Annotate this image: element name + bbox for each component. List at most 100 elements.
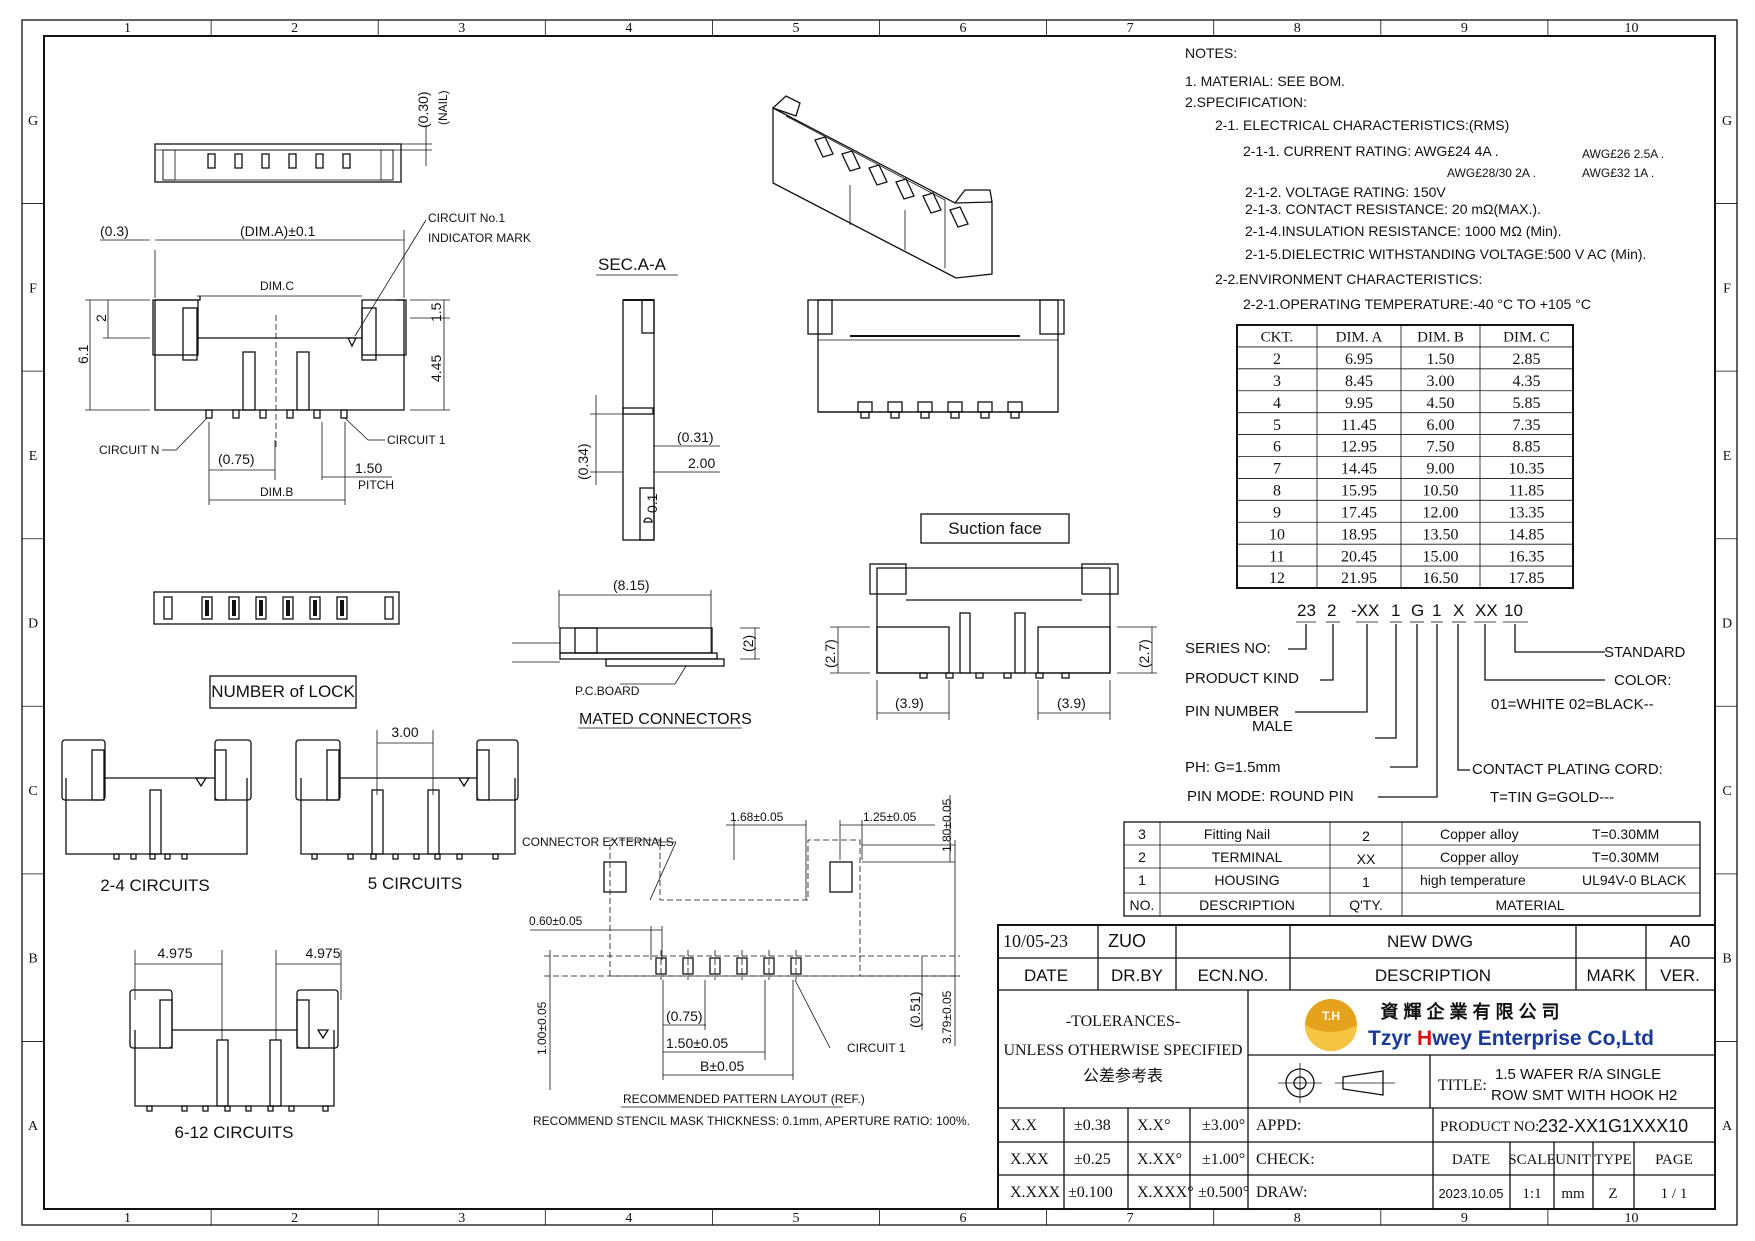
pin — [311, 853, 318, 860]
pin — [315, 153, 324, 169]
pin — [267, 1105, 274, 1112]
mated-title: MATED CONNECTORS — [579, 711, 752, 728]
tolerance-sub: UNLESS OTHERWISE SPECIFIED — [1003, 1042, 1242, 1059]
zone-col-label-bottom: 2 — [291, 1211, 298, 1226]
view-2-4-circuits: 2-4 CIRCUITS — [61, 739, 252, 895]
pin-foot — [920, 411, 930, 419]
table-cell: 6 — [1273, 439, 1281, 456]
pin — [286, 409, 294, 419]
pin — [922, 192, 942, 214]
note-line: 2-1-1. CURRENT RATING: AWG£24 4A . — [1243, 143, 1499, 159]
dim-c: DIM.C — [260, 279, 294, 293]
table-cell: 10.50 — [1423, 483, 1459, 500]
zone-col-label-bottom: 9 — [1461, 1211, 1468, 1226]
pin — [245, 1105, 252, 1112]
note-line: 1. MATERIAL: SEE BOM. — [1185, 73, 1345, 89]
pin — [392, 853, 399, 860]
appd-label: APPD: — [1256, 1117, 1301, 1134]
zone-row-label-right: A — [1722, 1119, 1733, 1134]
table-cell: 12.95 — [1341, 439, 1377, 456]
tolerance-title: -TOLERANCES- — [1066, 1013, 1180, 1030]
pin-foot — [860, 411, 870, 419]
pin — [205, 409, 213, 419]
pin-core — [205, 600, 209, 616]
table-header: DIM. B — [1417, 329, 1464, 345]
view-5-circuits: 3.00 5 CIRCUITS — [295, 724, 519, 893]
dim-075: (0.75) — [218, 451, 255, 467]
pin-foot — [980, 411, 990, 419]
pin — [261, 153, 270, 169]
table-cell: 11 — [1269, 548, 1284, 565]
pin — [336, 596, 348, 620]
nail — [380, 149, 394, 181]
table-cell: 18.95 — [1341, 526, 1377, 543]
projection-symbol-icon — [1278, 1063, 1395, 1103]
zone-col-label-top: 3 — [458, 21, 465, 36]
note-line: 2-1-3. CONTACT RESISTANCE: 20 mΩ(MAX.). — [1245, 201, 1541, 217]
rev-h-desc: DESCRIPTION — [1375, 966, 1491, 985]
dim-27-right: (2.7) — [1136, 639, 1152, 668]
pin-core — [286, 600, 290, 616]
pin — [130, 853, 137, 860]
zone-col-label-top: 2 — [291, 21, 298, 36]
dim-01: 0.1 — [644, 493, 660, 513]
table-cell: 14.85 — [1509, 526, 1545, 543]
mated-connectors: (8.15) (2) P.C.BOARD MATED CONNECTORS — [512, 577, 760, 729]
table-cell: 17.45 — [1341, 504, 1377, 521]
zone-row-label-left: A — [28, 1119, 39, 1134]
pin — [288, 1105, 295, 1112]
dim-b: DIM.B — [260, 485, 293, 499]
dim-150: 1.50 — [355, 460, 382, 476]
label-6-12-circuits: 6-12 CIRCUITS — [174, 1123, 293, 1142]
title-line-2: ROW SMT WITH HOOK H2 — [1491, 1087, 1677, 1104]
company-en: Tzyr Hwey Enterprise Co,Ltd — [1368, 1027, 1654, 1050]
zone-col-label-bottom: 6 — [960, 1211, 967, 1226]
dim-b-pcb: B±0.05 — [700, 1058, 744, 1074]
bom-cell: 1 — [1138, 872, 1146, 888]
dim-180: 1.80±0.05 — [940, 798, 954, 852]
bom-table: 3 Fitting Nail 2 Copper alloy T=0.30MM 2… — [1123, 821, 1701, 917]
dim-nail: (0.30) — [415, 91, 431, 128]
tb-h-date: DATE — [1452, 1152, 1490, 1168]
tol-cell: X.XXX° — [1137, 1184, 1194, 1201]
zone-row-label-left: C — [28, 784, 37, 799]
table-cell: 11.85 — [1509, 483, 1544, 500]
table-cell: 8 — [1273, 483, 1281, 500]
bom-cell: Copper alloy — [1440, 826, 1519, 842]
zone-row-label-left: D — [28, 617, 38, 632]
table-cell: 13.50 — [1423, 526, 1459, 543]
pin — [868, 164, 888, 186]
dim-15: 1.5 — [428, 302, 444, 322]
circuit-no1-label: CIRCUIT No.1 — [428, 211, 505, 225]
table-cell: 17.85 — [1509, 570, 1545, 587]
table-cell: 5 — [1273, 417, 1281, 434]
bom-cell: Copper alloy — [1440, 849, 1519, 865]
rev-drby: ZUO — [1108, 931, 1146, 951]
dim-200: 2.00 — [688, 455, 715, 471]
dim-300: 3.00 — [391, 724, 418, 740]
code-label-plating: CONTACT PLATING CORD: — [1472, 761, 1663, 778]
table-cell: 9 — [1273, 504, 1281, 521]
connector-externals-label: CONNECTOR EXTERNALS — [522, 835, 674, 849]
tol-cell: ±0.500° — [1198, 1184, 1249, 1201]
zone-row-label-left: B — [28, 952, 37, 967]
tb-v-unit: mm — [1561, 1186, 1585, 1202]
code-label-pin-number: PIN NUMBER — [1185, 703, 1279, 720]
circuit-1-label: CIRCUIT 1 — [387, 433, 446, 447]
table-cell: 8.85 — [1513, 439, 1541, 456]
code-label-plating-values: T=TIN G=GOLD--- — [1490, 789, 1614, 806]
logo-text: T.H — [1322, 1009, 1340, 1023]
dim-150-pcb: 1.50±0.05 — [666, 1035, 728, 1051]
pin — [347, 853, 354, 860]
rev-h-date: DATE — [1024, 966, 1068, 985]
pin — [201, 596, 213, 620]
table-cell: 7.35 — [1513, 417, 1541, 434]
dim-075-pcb: (0.75) — [666, 1008, 703, 1024]
pin — [224, 1105, 231, 1112]
rev-h-drby: DR.BY — [1111, 966, 1163, 985]
title-label: TITLE: — [1438, 1077, 1487, 1094]
table-cell: 12.00 — [1423, 504, 1459, 521]
rev-date: 10/05-23 — [1003, 931, 1068, 951]
note-line: AWG£26 2.5A . — [1582, 147, 1664, 161]
code-seg: 1 — [1391, 601, 1400, 620]
